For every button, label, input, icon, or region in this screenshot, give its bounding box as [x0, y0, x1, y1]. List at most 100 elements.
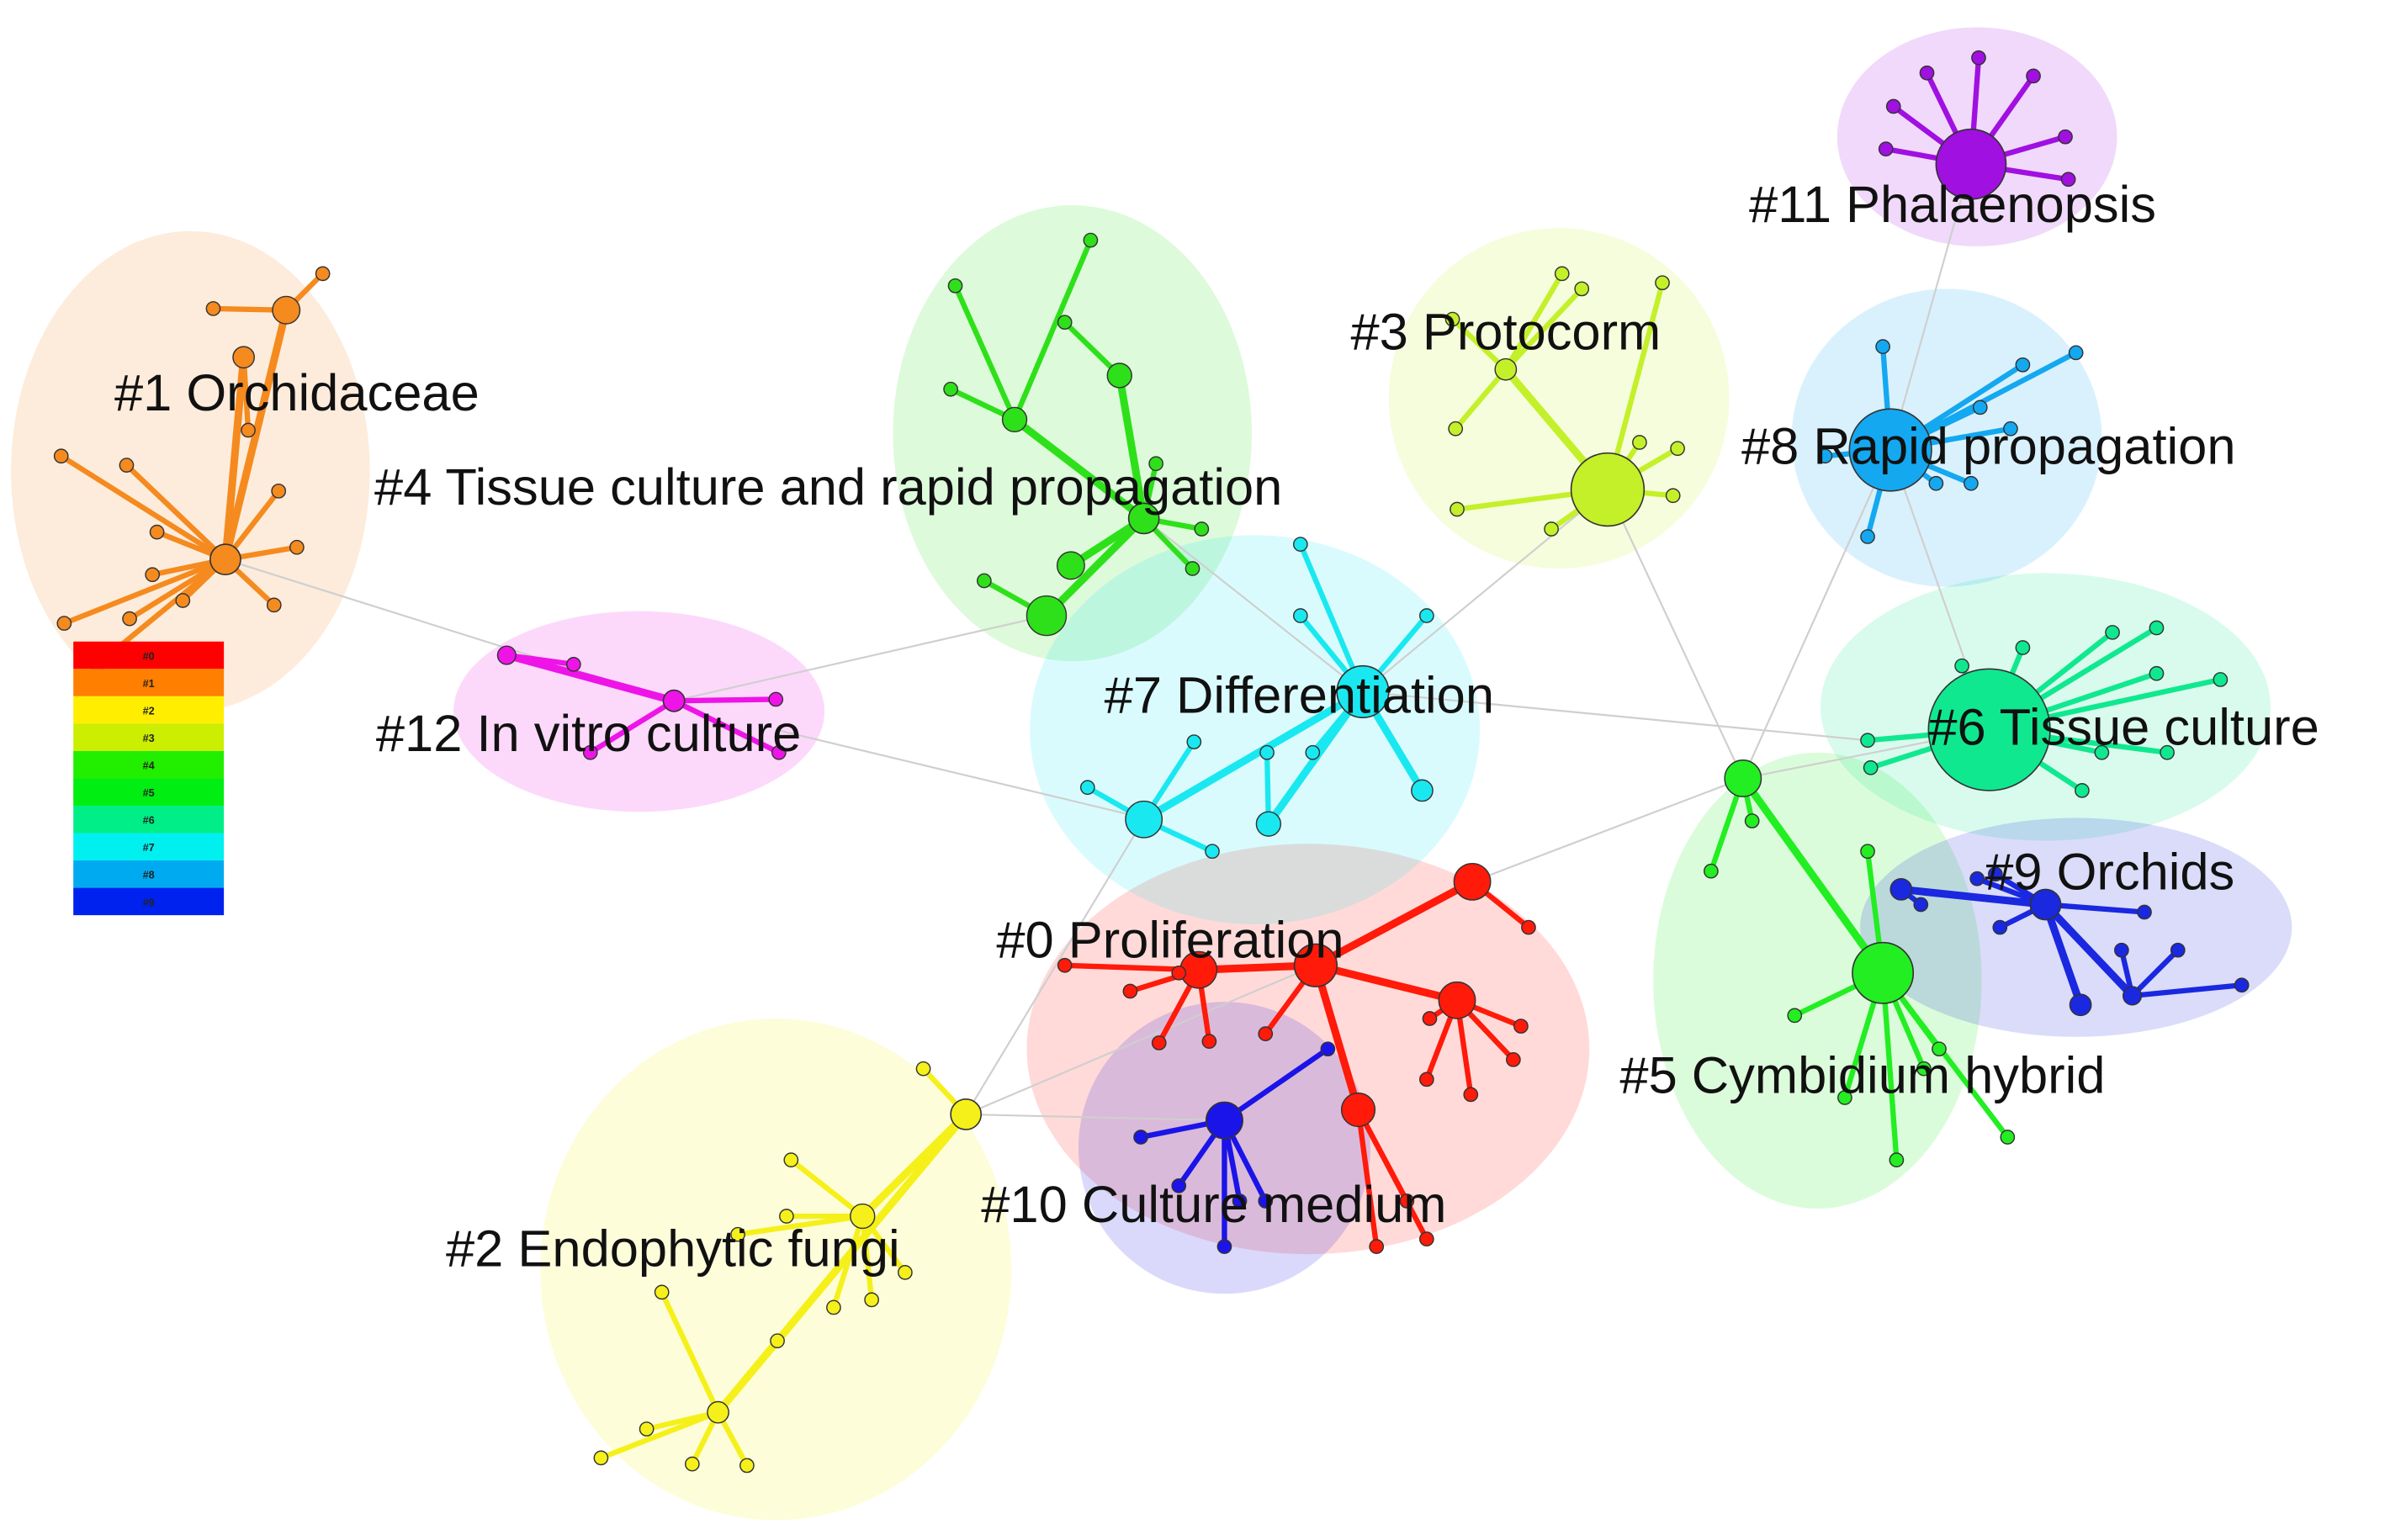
hub-node-cluster-10[interactable] — [1205, 1101, 1243, 1140]
reference-node[interactable] — [1418, 608, 1434, 623]
reference-node[interactable] — [1964, 475, 1979, 491]
reference-node[interactable] — [2114, 942, 2129, 958]
reference-node[interactable] — [1201, 1034, 1217, 1049]
reference-node[interactable] — [739, 1458, 755, 1474]
reference-node[interactable] — [1258, 1026, 1274, 1041]
cluster-label-3[interactable]: #3 Protocorm — [1350, 304, 1661, 362]
reference-node[interactable] — [1655, 275, 1670, 291]
reference-node[interactable] — [1969, 871, 1985, 886]
reference-node[interactable] — [1340, 1092, 1376, 1128]
reference-node[interactable] — [271, 483, 287, 499]
cluster-label-0[interactable]: #0 Proliferation — [996, 912, 1344, 970]
reference-node[interactable] — [2003, 421, 2018, 437]
hub-node-cluster-11[interactable] — [1935, 128, 2007, 200]
hub-node-cluster-8[interactable] — [1848, 408, 1932, 492]
reference-node[interactable] — [1106, 363, 1132, 389]
reference-node[interactable] — [779, 1209, 794, 1224]
hub-node-cluster-9[interactable] — [2029, 888, 2062, 921]
reference-node[interactable] — [898, 1265, 913, 1280]
reference-node[interactable] — [1444, 311, 1460, 327]
reference-node[interactable] — [1463, 1087, 1479, 1103]
reference-node[interactable] — [1418, 1231, 1434, 1246]
reference-node[interactable] — [977, 573, 992, 589]
reference-node[interactable] — [1171, 965, 1187, 981]
reference-node[interactable] — [1186, 734, 1202, 749]
reference-node[interactable] — [1863, 759, 1879, 775]
reference-node[interactable] — [1860, 733, 1875, 749]
reference-node[interactable] — [771, 744, 787, 760]
reference-node[interactable] — [1916, 1061, 1932, 1077]
reference-node[interactable] — [175, 593, 191, 608]
reference-node[interactable] — [1954, 658, 1969, 674]
reference-node[interactable] — [1544, 521, 1559, 537]
reference-node[interactable] — [1724, 759, 1762, 797]
hub-node-cluster-7[interactable] — [1336, 664, 1390, 718]
reference-node[interactable] — [1056, 551, 1085, 580]
reference-node[interactable] — [1259, 744, 1275, 760]
reference-node[interactable] — [2094, 744, 2110, 760]
reference-node[interactable] — [915, 1061, 931, 1077]
reference-node[interactable] — [1320, 1041, 1336, 1057]
reference-node[interactable] — [1889, 1152, 1905, 1167]
cluster-label-12[interactable]: #12 In vitro culture — [376, 705, 801, 763]
reference-node[interactable] — [1972, 400, 1988, 415]
hub-node-cluster-4[interactable] — [1127, 502, 1160, 535]
reference-node[interactable] — [241, 422, 256, 438]
reference-node[interactable] — [1079, 780, 1095, 796]
reference-node[interactable] — [1817, 448, 1833, 464]
cluster-label-9[interactable]: #9 Orchids — [1985, 843, 2234, 901]
reference-node[interactable] — [56, 616, 72, 631]
reference-node[interactable] — [707, 1400, 729, 1424]
reference-node[interactable] — [1513, 1019, 1529, 1034]
reference-node[interactable] — [1171, 1177, 1187, 1193]
reference-node[interactable] — [1988, 866, 2003, 882]
reference-node[interactable] — [1448, 421, 1464, 437]
reference-node[interactable] — [1185, 561, 1200, 576]
reference-node[interactable] — [272, 295, 301, 325]
hub-node-cluster-1[interactable] — [209, 543, 241, 576]
cluster-label-1[interactable]: #1 Orchidaceae — [114, 364, 480, 422]
reference-node[interactable] — [1860, 529, 1875, 544]
reference-node[interactable] — [1494, 357, 1518, 381]
reference-node[interactable] — [1860, 844, 1875, 860]
reference-node[interactable] — [639, 1421, 655, 1437]
reference-node[interactable] — [1205, 844, 1220, 860]
reference-node[interactable] — [1418, 1072, 1434, 1088]
cluster-label-7[interactable]: #7 Differentiation — [1105, 667, 1494, 725]
reference-node[interactable] — [770, 1333, 785, 1349]
reference-node[interactable] — [1632, 435, 1647, 450]
reference-node[interactable] — [1787, 1008, 1803, 1024]
reference-node[interactable] — [1885, 98, 1901, 114]
reference-node[interactable] — [1083, 232, 1099, 248]
reference-node[interactable] — [1216, 1239, 1232, 1255]
reference-node[interactable] — [1411, 779, 1434, 802]
reference-node[interactable] — [2160, 744, 2175, 760]
reference-node[interactable] — [496, 645, 517, 665]
reference-node[interactable] — [205, 301, 221, 316]
reference-node[interactable] — [2026, 68, 2041, 84]
hub-node-cluster-6[interactable] — [1927, 668, 2051, 791]
reference-node[interactable] — [1026, 595, 1068, 637]
reference-node[interactable] — [2213, 672, 2229, 687]
reference-node[interactable] — [1453, 862, 1492, 901]
reference-node[interactable] — [1001, 406, 1028, 433]
reference-node[interactable] — [826, 1299, 841, 1315]
reference-node[interactable] — [2058, 129, 2073, 145]
hub-node-cluster-3[interactable] — [1570, 452, 1646, 527]
reference-node[interactable] — [1450, 501, 1465, 517]
reference-node[interactable] — [1194, 521, 1210, 537]
reference-node[interactable] — [1919, 65, 1935, 81]
reference-node[interactable] — [1122, 983, 1138, 999]
reference-node[interactable] — [1057, 315, 1073, 331]
reference-node[interactable] — [1992, 919, 2008, 935]
reference-node[interactable] — [1258, 1193, 1274, 1209]
reference-node[interactable] — [2068, 345, 2084, 361]
reference-node[interactable] — [1928, 475, 1944, 491]
cluster-label-6[interactable]: #6 Tissue culture — [1928, 699, 2319, 757]
reference-node[interactable] — [1744, 813, 1760, 828]
reference-node[interactable] — [2234, 977, 2250, 993]
reference-node[interactable] — [947, 278, 963, 294]
reference-node[interactable] — [315, 266, 331, 282]
reference-node[interactable] — [654, 1284, 670, 1300]
cluster-label-4[interactable]: #4 Tissue culture and rapid propagation — [374, 458, 1282, 516]
